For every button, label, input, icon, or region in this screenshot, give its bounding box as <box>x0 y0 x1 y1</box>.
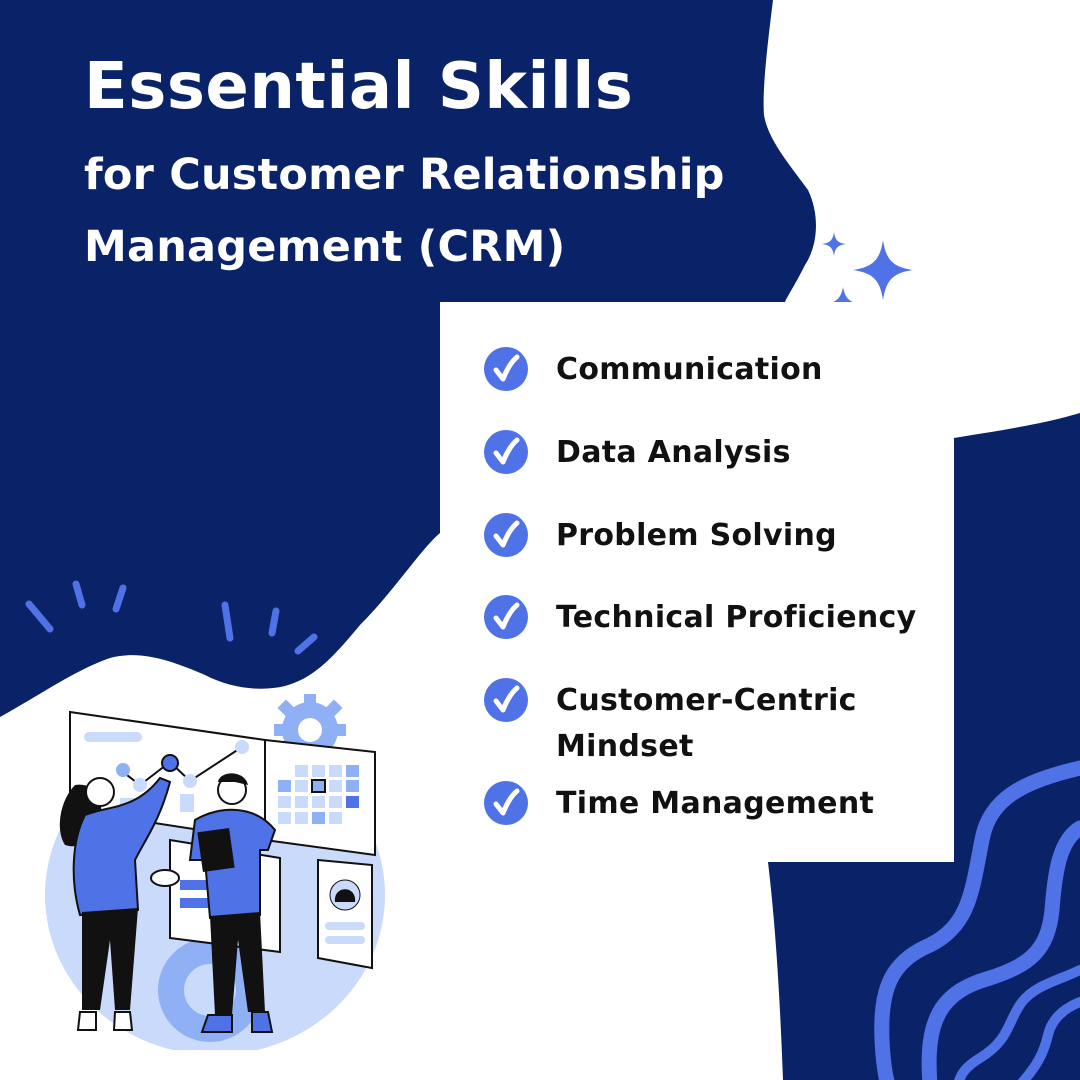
check-circle-icon <box>484 678 528 722</box>
skill-label: Customer-Centric Mindset <box>556 678 857 770</box>
navy-blob-top <box>0 0 816 717</box>
skill-label: Technical Proficiency <box>556 600 917 635</box>
check-circle-icon <box>484 513 528 557</box>
navy-blob-bottom-right <box>768 413 1080 1080</box>
skill-label: Communication <box>556 352 823 387</box>
page-subtitle-line1: for Customer Relationship <box>84 150 725 200</box>
wave-lines-decoration <box>874 760 1080 1080</box>
crm-teamwork-illustration <box>45 694 385 1050</box>
skill-item-customer-centric-mindset: Customer-Centric Mindset <box>484 678 857 770</box>
skill-item-communication: Communication <box>484 347 823 393</box>
check-circle-icon <box>484 595 528 639</box>
skill-item-data-analysis: Data Analysis <box>484 430 791 476</box>
skill-label: Problem Solving <box>556 518 837 553</box>
profile-card <box>317 858 373 970</box>
skills-card <box>440 302 954 862</box>
person-man <box>188 773 277 1033</box>
skill-label-line2: Mindset <box>556 729 694 764</box>
person-woman <box>59 776 172 1031</box>
skill-label-line1: Customer-Centric <box>556 683 857 718</box>
page-subtitle-line2: Management (CRM) <box>84 222 566 272</box>
skill-label: Time Management <box>556 786 875 821</box>
check-circle-icon <box>484 430 528 474</box>
skill-label: Data Analysis <box>556 435 791 470</box>
page-title: Essential Skills <box>84 50 634 124</box>
skill-item-problem-solving: Problem Solving <box>484 513 837 559</box>
calendar-panel <box>264 738 376 857</box>
skill-item-time-management: Time Management <box>484 781 874 827</box>
check-circle-icon <box>484 781 528 825</box>
handshake <box>150 869 180 887</box>
skill-item-technical-proficiency: Technical Proficiency <box>484 595 917 641</box>
check-circle-icon <box>484 347 528 391</box>
